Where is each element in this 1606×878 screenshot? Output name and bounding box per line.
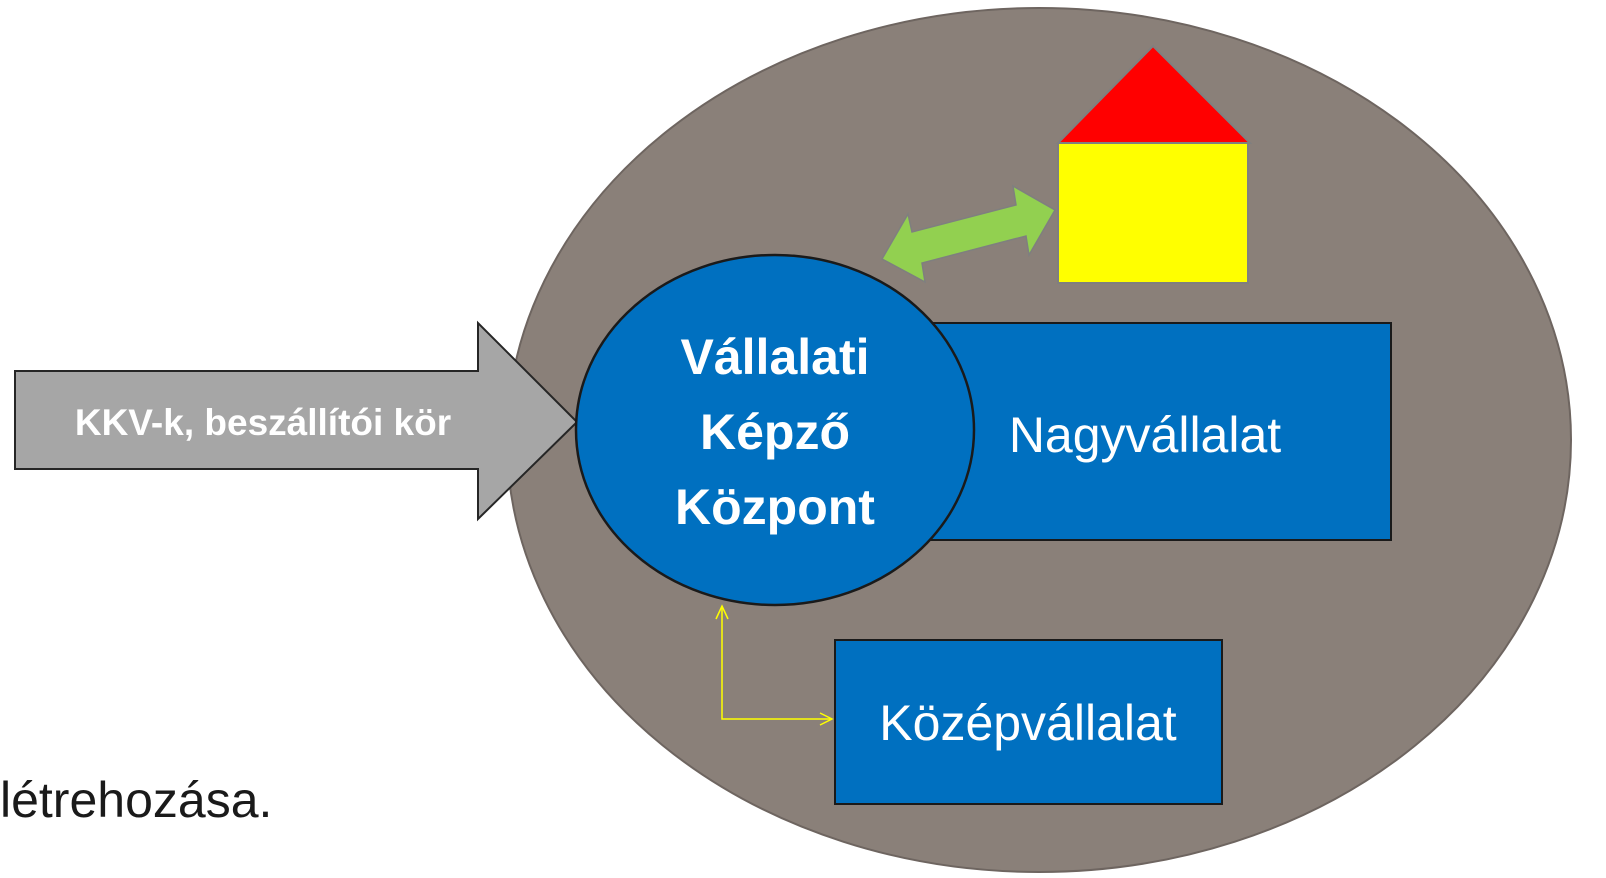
medium-company-box <box>834 639 1223 805</box>
center-ellipse <box>574 253 976 607</box>
elbow-connector <box>715 604 834 726</box>
large-company-label: Nagyvállalat <box>1009 407 1281 463</box>
gray-arrow-icon <box>14 320 579 522</box>
double-arrow-icon <box>880 184 1057 284</box>
medium-company-label: Középvállalat <box>879 695 1177 751</box>
center-line-2: Képző <box>700 404 850 460</box>
left-text: létrehozása. <box>0 772 272 828</box>
arrow-label: KKV-k, beszállítói kör <box>75 402 451 443</box>
center-line-1: Vállalati <box>681 329 870 385</box>
connector-line <box>721 606 832 720</box>
center-line-3: Központ <box>675 479 875 535</box>
connector-arrowhead-right <box>819 712 834 726</box>
house-icon <box>1055 44 1253 284</box>
house-body <box>1057 142 1249 284</box>
connector-arrowhead-up <box>715 604 729 620</box>
large-company-box <box>917 322 1392 541</box>
